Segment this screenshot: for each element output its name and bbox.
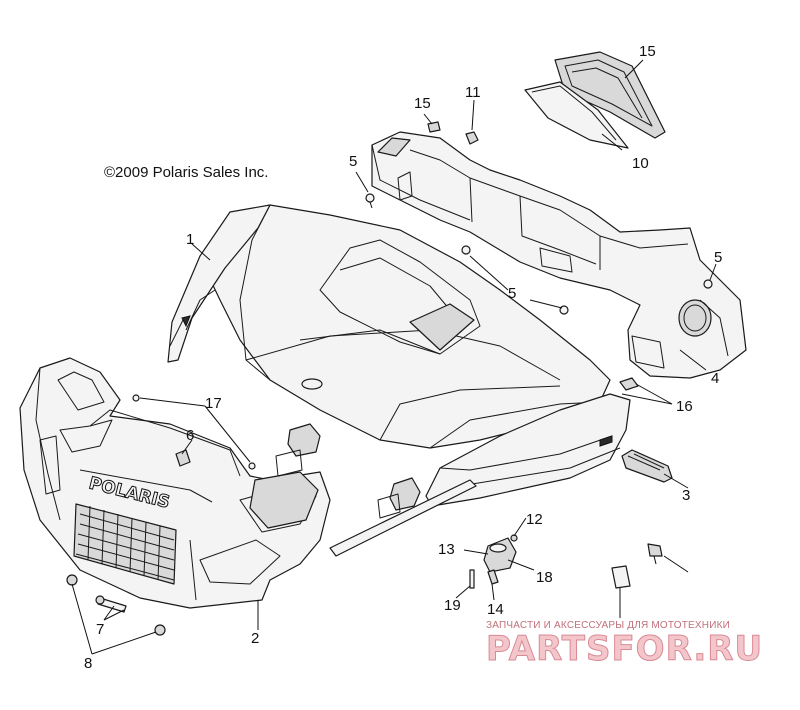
callout-17: 19	[444, 597, 461, 614]
fastener-7-bolt-icon	[95, 595, 127, 613]
callout-6: 6	[186, 427, 194, 444]
callout-4: 4	[711, 370, 719, 387]
callout-11: 11	[465, 84, 481, 101]
part-18-clip-icon	[611, 565, 631, 589]
watermark-logo: PARTSFOR.RU	[486, 629, 763, 669]
part-4-dash-pod	[371, 131, 747, 379]
callout-10: 10	[632, 155, 649, 172]
callout-16: 18	[536, 569, 553, 586]
callout-2: 2	[251, 630, 259, 647]
callout-5-right: 5	[714, 249, 722, 266]
fastener-14-clip-icon	[487, 569, 499, 585]
callout-8: 8	[84, 655, 92, 672]
fastener-8-nut-bottom-icon	[154, 624, 166, 636]
part-1-hood-rail	[167, 204, 271, 363]
fastener-15-left-icon	[132, 394, 140, 402]
fastener-15-mid-icon	[248, 462, 256, 470]
copyright-notice: ©2009 Polaris Sales Inc.	[104, 164, 268, 181]
callout-3: 3	[682, 487, 690, 504]
part-19-pushpin-icon	[647, 543, 663, 565]
fastener-5-a-icon	[365, 193, 375, 209]
fastener-15-right-icon	[619, 377, 639, 391]
callout-15-right: 16	[676, 398, 693, 415]
callout-5-center: 5	[508, 285, 516, 302]
part-3-grab-handle	[621, 449, 673, 483]
callout-14: 14	[487, 601, 504, 618]
part-16-mount-mid	[377, 477, 421, 519]
fastener-6-icon	[175, 449, 191, 467]
callout-9: 15	[639, 43, 656, 60]
watermark-tagline: ЗАПЧАСТИ И АКСЕССУАРЫ ДЛЯ МОТОТЕХНИКИ	[486, 620, 730, 631]
fastener-15-top-icon	[427, 121, 441, 133]
callout-15-top: 15	[414, 95, 431, 112]
fastener-8-nut-top-icon	[66, 574, 78, 586]
callout-12: 12	[526, 511, 543, 528]
part-10-lens	[524, 81, 629, 149]
fastener-12-icon	[510, 534, 518, 542]
part-16-mount-upper	[275, 423, 321, 477]
callout-15-left: 17	[205, 395, 222, 412]
fastener-11-nut-icon	[465, 131, 479, 145]
fastener-5-b-icon	[461, 245, 471, 255]
support-rod	[329, 479, 477, 557]
fastener-5-d-icon	[703, 279, 713, 289]
callout-5-top: 5	[349, 153, 357, 170]
fastener-5-c-icon	[559, 305, 569, 315]
fastener-17-pin-icon	[469, 569, 475, 589]
callout-1: 1	[186, 231, 194, 248]
callout-7: 7	[96, 621, 104, 638]
leader-lines	[71, 59, 717, 655]
callout-13: 13	[438, 541, 455, 558]
grille-mesh	[73, 503, 177, 585]
part-16-mount	[483, 537, 517, 573]
callout-labels: 15 10 11 15 5 5 5 4 16 1 17 6 3 2 7 8 12…	[84, 43, 722, 672]
